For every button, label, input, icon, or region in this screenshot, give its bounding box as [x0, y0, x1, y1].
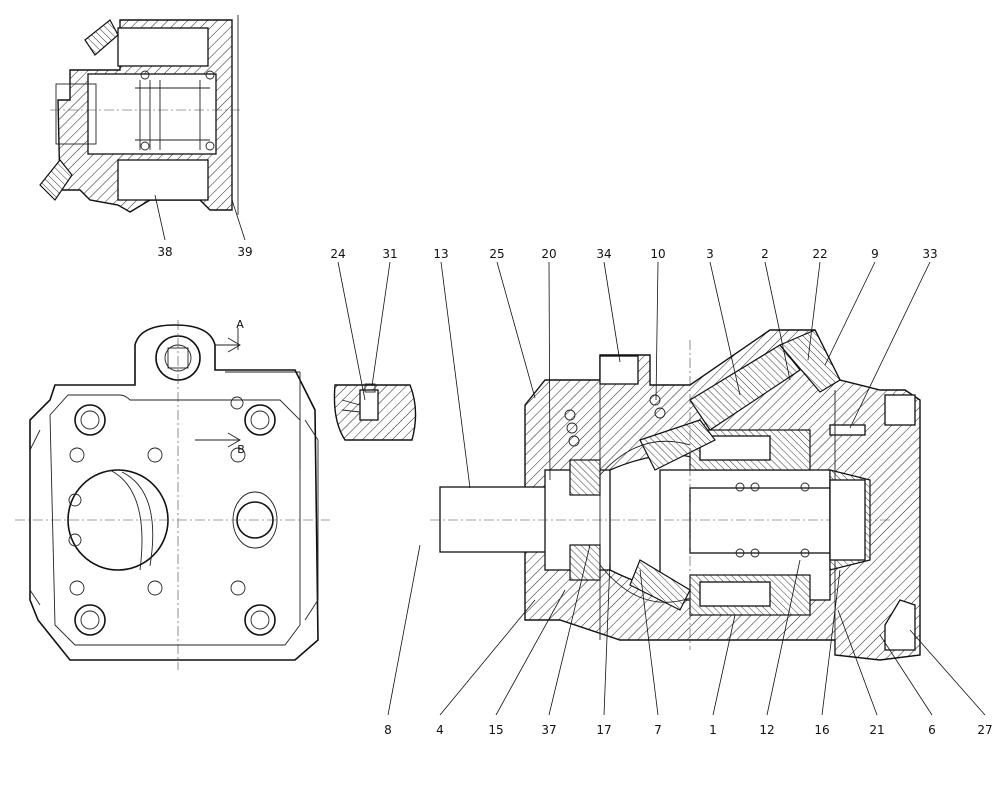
pump-main-section	[430, 329, 921, 661]
callout-2: 2	[761, 247, 769, 261]
section-a-label: A	[236, 318, 244, 331]
callout-21-leader	[837, 609, 878, 716]
callout-33: 33	[922, 247, 937, 261]
detail-view	[333, 383, 417, 441]
section-b-label: B	[237, 443, 245, 456]
callout-16: 16	[814, 723, 829, 737]
callout-39: 39	[237, 245, 252, 259]
callout-8-leader	[387, 544, 421, 716]
callout-13: 13	[433, 247, 448, 261]
callout-38: 38	[157, 245, 172, 259]
callout-20-leader	[548, 261, 551, 481]
front-flange-view	[15, 320, 330, 670]
callout-2-leader	[764, 261, 791, 381]
callout-8: 8	[384, 723, 392, 737]
callout-15: 15	[488, 723, 503, 737]
callout-27-leader	[909, 629, 986, 716]
callout-6: 6	[928, 723, 936, 737]
callout-17-leader	[603, 559, 611, 716]
callout-10-leader	[655, 261, 659, 401]
callout-15-leader	[495, 589, 566, 716]
callout-33-leader	[849, 261, 931, 429]
callout-9: 9	[871, 247, 879, 261]
callout-3-leader	[709, 261, 741, 396]
callout-6-leader	[879, 634, 933, 716]
callout-25: 25	[489, 247, 504, 261]
callout-34-leader	[603, 261, 621, 363]
bolt-holes	[68, 396, 276, 636]
callout-9-leader	[824, 261, 876, 366]
callout-16-leader	[821, 569, 841, 716]
callout-22: 22	[812, 247, 827, 261]
callout-24: 24	[330, 247, 345, 261]
callout-21: 21	[869, 723, 884, 737]
callout-7-leader	[639, 569, 659, 716]
callout-34: 34	[596, 247, 611, 261]
callout-20: 20	[541, 247, 556, 261]
callout-12-leader	[766, 559, 801, 716]
callout-13-leader	[440, 261, 471, 489]
callout-38-leader	[154, 194, 166, 241]
callout-12: 12	[759, 723, 774, 737]
callout-3: 3	[706, 247, 714, 261]
callout-25-leader	[496, 261, 536, 399]
callout-1: 1	[709, 723, 717, 737]
callout-27: 27	[977, 723, 992, 737]
callout-17: 17	[596, 723, 611, 737]
callout-37-leader	[548, 544, 591, 716]
callout-31: 31	[382, 247, 397, 261]
callout-24-leader	[337, 261, 366, 401]
callout-10: 10	[650, 247, 665, 261]
callout-1-leader	[712, 614, 736, 716]
callout-4-leader	[439, 599, 536, 716]
callout-4: 4	[436, 723, 444, 737]
callout-31-leader	[371, 261, 391, 387]
callout-7: 7	[654, 723, 662, 737]
callout-37: 37	[541, 723, 556, 737]
inset-section-view	[39, 15, 240, 215]
callout-39-leader	[231, 199, 246, 241]
callout-22-leader	[807, 261, 821, 361]
